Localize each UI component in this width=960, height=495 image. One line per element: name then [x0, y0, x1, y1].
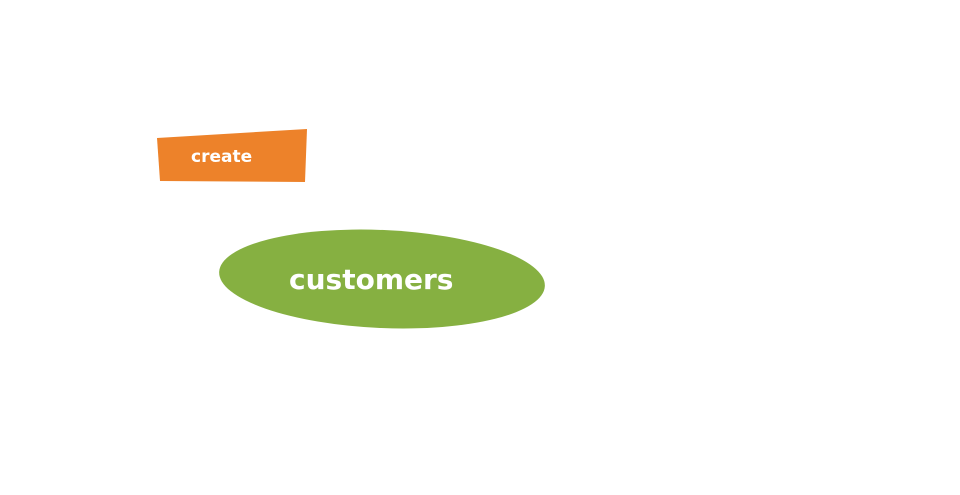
- create-shape: [157, 129, 307, 182]
- customers-label: customers: [289, 263, 453, 296]
- node-create: create: [157, 129, 307, 182]
- node-customers: customers: [219, 229, 545, 329]
- create-label: create: [191, 147, 252, 167]
- customers-shape: [219, 229, 545, 329]
